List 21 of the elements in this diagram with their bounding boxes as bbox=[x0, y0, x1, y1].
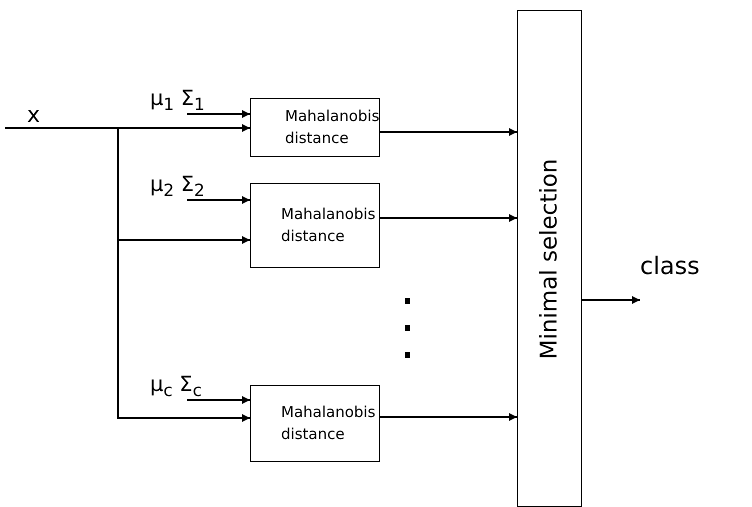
arrow bbox=[187, 196, 250, 204]
box-text: Mahalanobis distance bbox=[281, 402, 376, 444]
process-box bbox=[250, 385, 380, 462]
process-box bbox=[250, 183, 380, 268]
box-text: Minimal selection bbox=[536, 158, 562, 359]
arrow bbox=[582, 296, 640, 304]
input-label: x bbox=[27, 102, 40, 128]
box-text: Mahalanobis distance bbox=[285, 106, 380, 148]
arrow bbox=[187, 110, 250, 118]
arrow bbox=[380, 413, 517, 421]
edge-label: μ$_{2}$ Σ$_{2}$ bbox=[150, 174, 205, 199]
selection-box bbox=[517, 10, 582, 507]
box-text: Mahalanobis distance bbox=[281, 204, 376, 246]
arrow bbox=[187, 396, 250, 404]
arrow bbox=[380, 214, 517, 222]
process-box bbox=[250, 98, 380, 157]
output-label: class bbox=[640, 252, 700, 280]
edge-label: μ$_{c}$ Σ$_{c}$ bbox=[150, 374, 202, 399]
arrow bbox=[5, 127, 250, 422]
arrow bbox=[380, 128, 517, 136]
edge-label: μ$_{1}$ Σ$_{1}$ bbox=[150, 88, 205, 113]
